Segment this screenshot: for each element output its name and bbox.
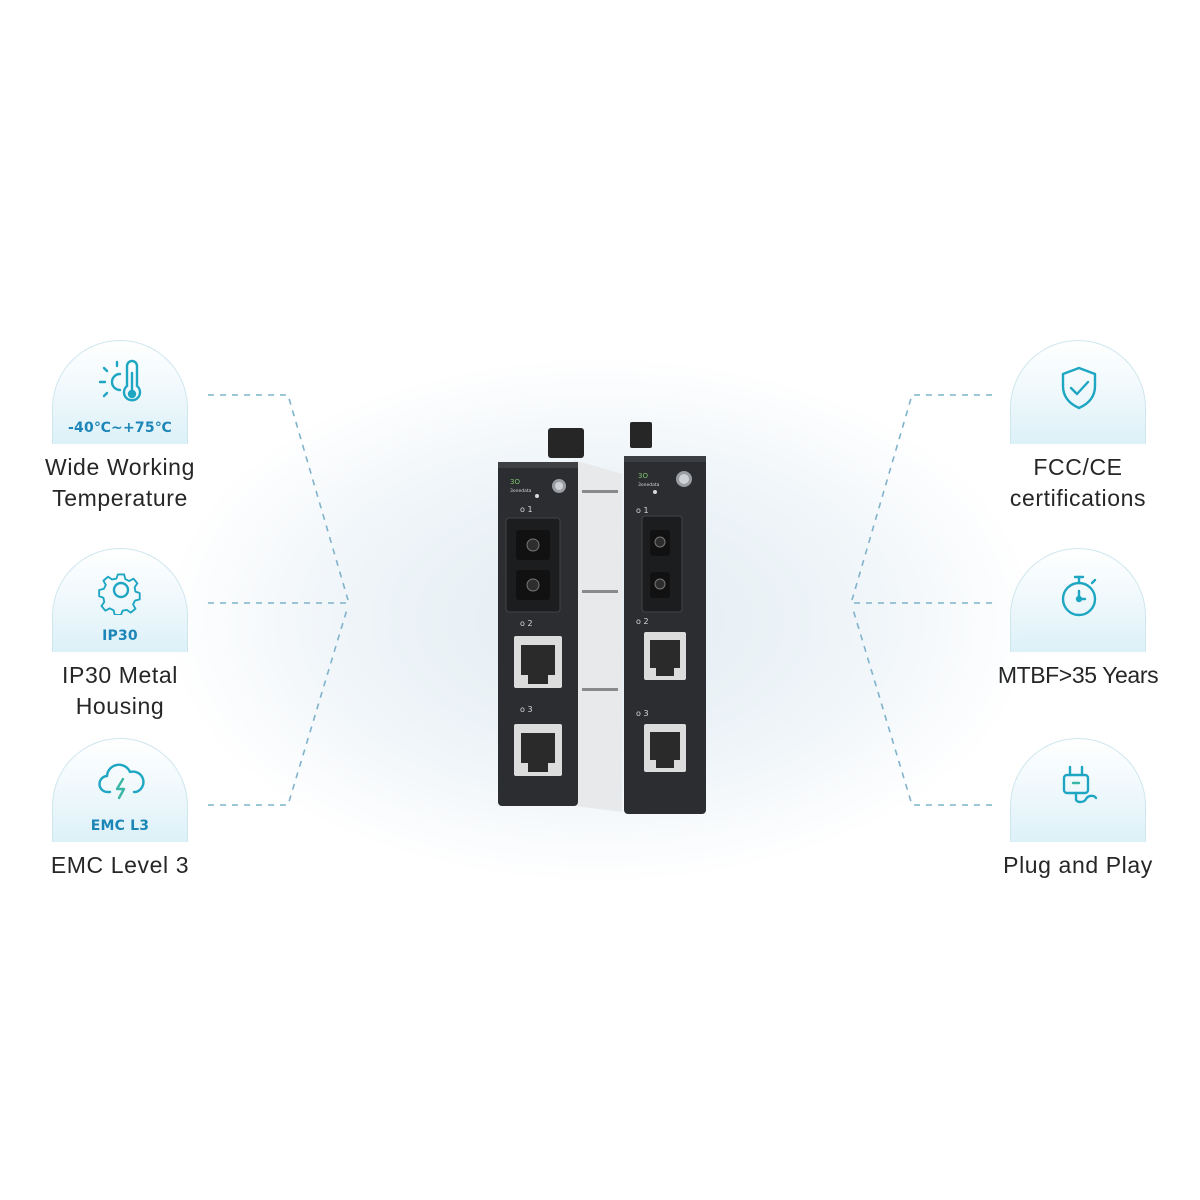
feature-ip30-housing: IP30 IP30 Metal Housing [0, 548, 240, 722]
feature-label: FCC/CE certifications [1009, 454, 1147, 511]
cloud-lightning-icon [98, 763, 145, 800]
feature-badge-text: -40℃~+75℃ [68, 420, 172, 436]
feature-mtbf: MTBF>35 Years [958, 548, 1198, 691]
feature-label: IP30 Metal Housing [62, 662, 178, 719]
svg-text:o 2: o 2 [636, 617, 649, 626]
svg-text:o 3: o 3 [636, 709, 649, 718]
feature-badge [1010, 340, 1146, 444]
svg-text:o 2: o 2 [520, 619, 533, 628]
media-converter-front: 3O 3onedata o 1 o 2 o 3 [498, 428, 622, 812]
feature-emc-level3: EMC L3 EMC Level 3 [0, 738, 240, 881]
feature-fcc-ce: FCC/CE certifications [958, 340, 1198, 514]
svg-text:o 1: o 1 [636, 506, 649, 515]
plug-icon [1062, 765, 1098, 804]
feature-wide-temperature: -40℃~+75℃ Wide Working Temperature [0, 340, 240, 514]
feature-label: Wide Working Temperature [45, 454, 195, 511]
feature-label: MTBF>35 Years [997, 662, 1159, 688]
stopwatch-icon [1061, 575, 1097, 617]
feature-label: Plug and Play [1003, 852, 1153, 878]
feature-badge-text: EMC L3 [90, 818, 150, 834]
feature-badge: -40℃~+75℃ [52, 340, 188, 444]
front-brand-logo: 3O [510, 478, 520, 486]
connector-left-bottom [208, 605, 349, 806]
connector-left-top [208, 394, 349, 601]
svg-text:3onedata: 3onedata [510, 488, 532, 494]
media-converter-back: 3O 3onedata o 1 o 2 o 3 [624, 422, 706, 814]
svg-text:o 3: o 3 [520, 705, 533, 714]
gear-icon [98, 573, 141, 615]
shield-check-icon [1061, 366, 1097, 410]
connector-right-bottom [851, 605, 992, 806]
feature-badge [1010, 738, 1146, 842]
feature-label: EMC Level 3 [50, 852, 190, 878]
feature-badge: EMC L3 [52, 738, 188, 842]
thermometer-sun-icon [98, 359, 142, 402]
feature-badge [1010, 548, 1146, 652]
feature-badge: IP30 [52, 548, 188, 652]
svg-text:3onedata: 3onedata [638, 482, 660, 488]
feature-plug-and-play: Plug and Play [958, 738, 1198, 881]
connector-right-top [851, 394, 992, 601]
feature-badge-text: IP30 [102, 628, 138, 644]
product-image: 3O 3onedata o 1 o 2 o 3 3O 3onedata o 1 [498, 422, 706, 814]
back-brand-logo: 3O [638, 472, 648, 480]
svg-text:o 1: o 1 [520, 505, 533, 514]
